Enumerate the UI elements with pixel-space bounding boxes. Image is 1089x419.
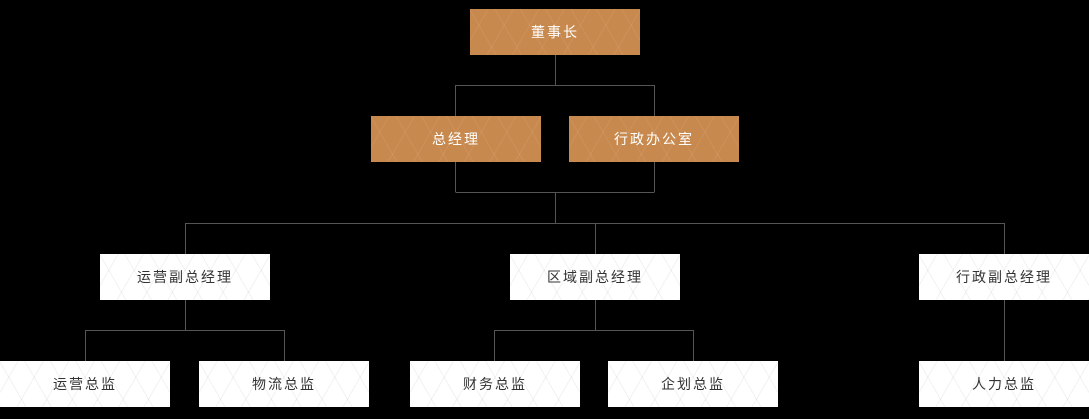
chairman-node: 董事长 <box>470 9 640 55</box>
logistics-director-node: 物流总监 <box>199 361 369 407</box>
planning-director-label: 企划总监 <box>661 377 725 393</box>
admin-office-node: 行政办公室 <box>569 116 739 162</box>
admin-office-label: 行政办公室 <box>614 132 694 148</box>
hr-director-node: 人力总监 <box>919 361 1089 407</box>
admin-vp-label: 行政副总经理 <box>956 270 1052 286</box>
regional-vp-node: 区域副总经理 <box>510 254 680 300</box>
operations-director-label: 运营总监 <box>53 377 117 393</box>
chairman-label: 董事长 <box>531 25 579 41</box>
hr-director-label: 人力总监 <box>972 377 1036 393</box>
operations-director-node: 运营总监 <box>0 361 170 407</box>
operations-vp-label: 运营副总经理 <box>137 270 233 286</box>
general-manager-node: 总经理 <box>371 116 541 162</box>
finance-director-label: 财务总监 <box>463 377 527 393</box>
general-manager-label: 总经理 <box>432 132 480 148</box>
logistics-director-label: 物流总监 <box>252 377 316 393</box>
operations-vp-node: 运营副总经理 <box>100 254 270 300</box>
regional-vp-label: 区域副总经理 <box>547 270 643 286</box>
planning-director-node: 企划总监 <box>608 361 778 407</box>
finance-director-node: 财务总监 <box>410 361 580 407</box>
admin-vp-node: 行政副总经理 <box>919 254 1089 300</box>
